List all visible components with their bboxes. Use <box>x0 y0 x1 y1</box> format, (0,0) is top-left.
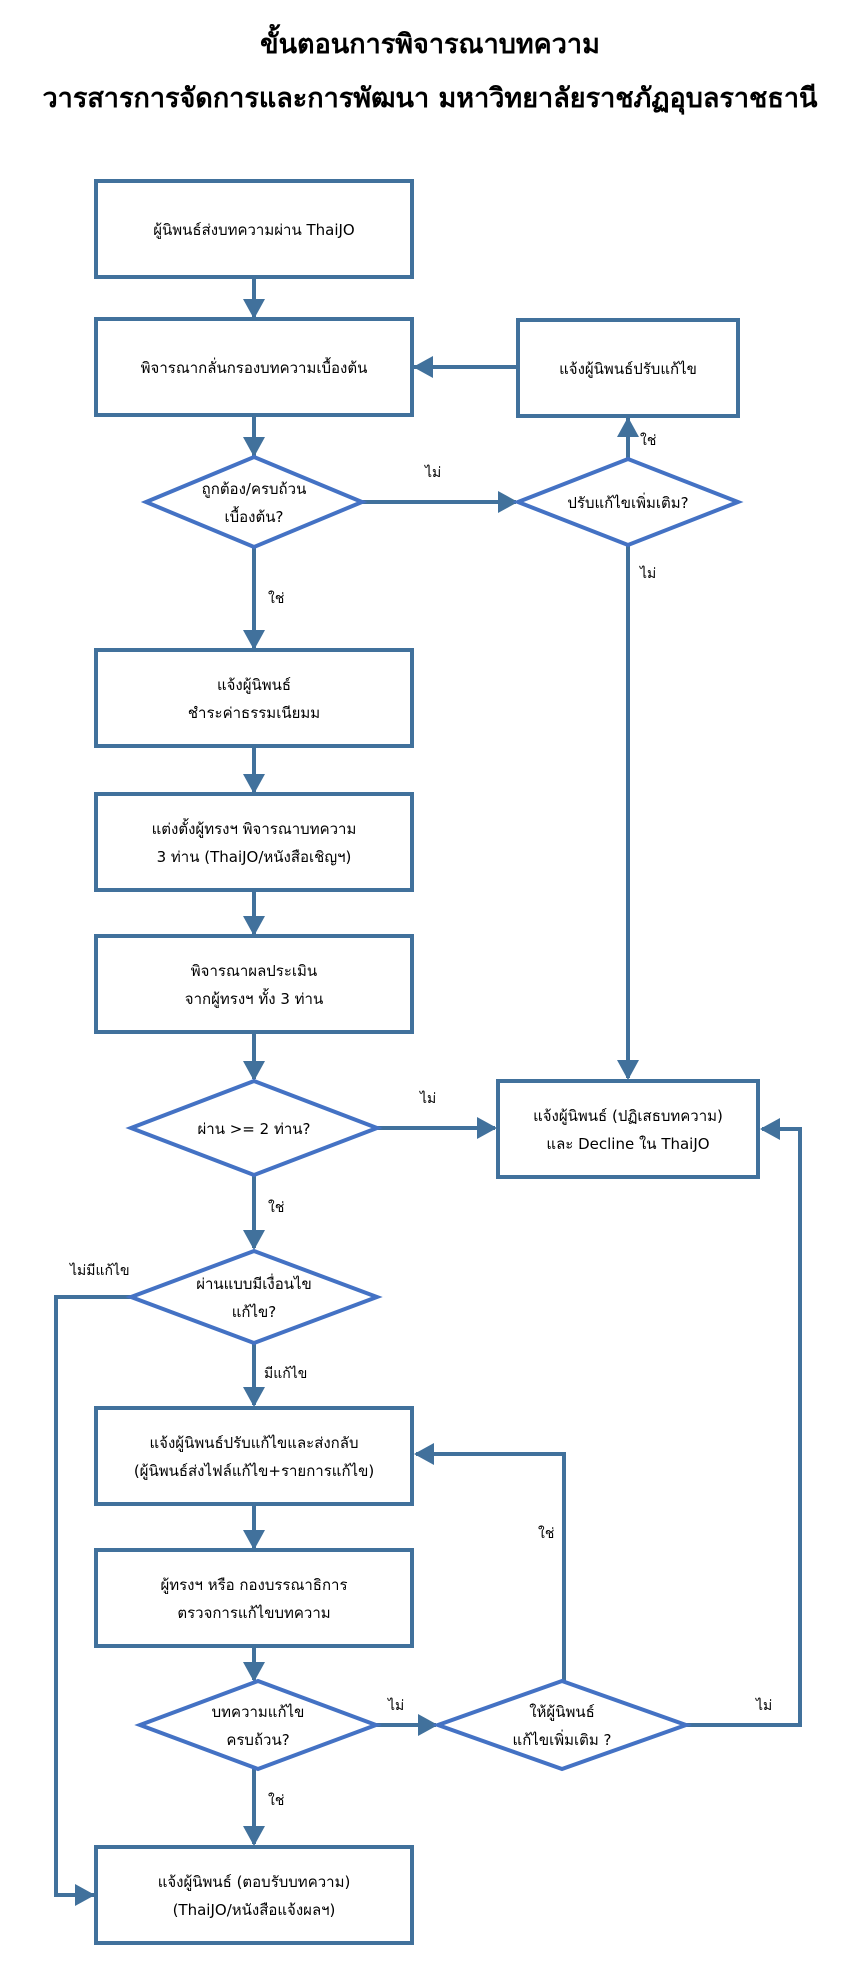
decision-diamond-pass-two <box>125 1078 383 1178</box>
node-label-notify-revise: แจ้งผู้นิพนธ์ปรับแก้ไข <box>559 360 697 378</box>
edge-label-no: ไม่ <box>639 565 656 582</box>
node-label-author-more: ให้ผู้นิพนธ์ <box>529 1703 595 1721</box>
node-label-check-complete: เบื้องต้น? <box>225 506 284 526</box>
decision-diamond-more-revision <box>512 456 744 548</box>
arrowhead-icon <box>498 491 518 513</box>
arrowhead-icon <box>414 1443 434 1465</box>
arrowhead-icon <box>617 1060 639 1080</box>
edge-label-yes: ใช่ <box>268 1199 284 1216</box>
process-box-notify-revise-return <box>94 1406 414 1506</box>
node-label-conditional-pass: ผ่านแบบมีเงื่อนไข <box>196 1273 312 1293</box>
process-box-check-revision <box>94 1548 414 1648</box>
node-label-notify-fee: แจ้งผู้นิพนธ์ <box>217 676 291 694</box>
node-label-more-revision: ปรับแก้ไขเพิ่มเติม? <box>567 492 688 512</box>
arrowhead-icon <box>243 630 265 650</box>
process-box-submit <box>94 179 414 279</box>
node-label-check-revision: ตรวจการแก้ไขบทความ <box>177 1604 330 1622</box>
process-box-screen <box>94 317 414 417</box>
decision-diamond-conditional-pass <box>125 1248 383 1346</box>
edge-label-no: ไม่ <box>424 464 441 481</box>
arrowhead-icon <box>243 1530 265 1550</box>
node-label-revision-complete: ครบถ้วน? <box>226 1731 289 1749</box>
node-label-check-complete: ถูกต้อง/ครบถ้วน <box>202 480 307 498</box>
node-label-reject: และ Decline ใน ThaiJO <box>546 1135 709 1153</box>
process-box-accept <box>94 1845 414 1945</box>
arrowhead-icon <box>617 417 639 437</box>
arrowhead-icon <box>243 1230 265 1250</box>
arrowhead-icon <box>243 1061 265 1081</box>
arrowhead-icon <box>243 774 265 794</box>
decision-diamond-check-complete <box>140 454 368 550</box>
node-label-revision-complete: บทความแก้ไข <box>212 1703 305 1721</box>
edge-label-no: ไม่ <box>755 1697 772 1714</box>
node-label-notify-revise-return: (ผู้นิพนธ์ส่งไฟล์แก้ไข+รายการแก้ไข) <box>134 1462 374 1480</box>
node-label-reject: แจ้งผู้นิพนธ์ (ปฏิเสธบทความ) <box>533 1107 723 1125</box>
edge-label-yes: ใช่ <box>268 590 284 607</box>
decision-diamond-author-more <box>432 1678 692 1772</box>
edge-label-yes: ใช่ <box>268 1792 284 1809</box>
node-label-accept: แจ้งผู้นิพนธ์ (ตอบรับบทความ) <box>158 1873 351 1891</box>
arrowhead-icon <box>418 1714 438 1736</box>
node-label-accept: (ThaiJO/หนังสือแจ้งผลฯ) <box>173 1901 336 1919</box>
page-subtitle: วารสารการจัดการและการพัฒนา มหาวิทยาลัยรา… <box>42 83 818 114</box>
node-label-check-revision: ผู้ทรงฯ หรือ กองบรรณาธิการ <box>160 1576 347 1594</box>
node-label-submit: ผู้นิพนธ์ส่งบทความผ่าน ThaiJO <box>153 221 355 239</box>
arrowhead-icon <box>243 1387 265 1407</box>
edge-label-no: ไม่ <box>419 1090 436 1107</box>
arrowhead-icon <box>413 356 433 378</box>
arrowhead-icon <box>243 299 265 319</box>
node-label-notify-fee: ชำระค่าธรรมเนียมม <box>188 704 320 722</box>
process-box-reject <box>496 1079 760 1179</box>
process-box-evaluate <box>94 934 414 1034</box>
arrowhead-icon <box>243 916 265 936</box>
arrowhead-icon <box>760 1118 780 1140</box>
arrowhead-icon <box>243 437 265 457</box>
edge-more-reject2 <box>686 1127 802 1727</box>
node-label-appoint-reviewers: 3 ท่าน (ThaiJO/หนังสือเชิญฯ) <box>157 848 352 866</box>
edge-label-yes: ใช่ <box>538 1525 554 1542</box>
node-label-pass-two: ผ่าน >= 2 ท่าน? <box>198 1120 311 1138</box>
edge-label-has-revision: มีแก้ไข <box>264 1365 307 1382</box>
arrowhead-icon <box>477 1117 497 1139</box>
process-box-notify-fee <box>94 648 414 748</box>
edge-more-revise <box>416 1452 566 1681</box>
edge-label-no-revision: ไม่มีแก้ไข <box>69 1262 130 1279</box>
node-label-notify-revise-return: แจ้งผู้นิพนธ์ปรับแก้ไขและส่งกลับ <box>150 1434 359 1452</box>
node-label-evaluate: จากผู้ทรงฯ ทั้ง 3 ท่าน <box>185 988 323 1008</box>
arrowhead-icon <box>243 1826 265 1846</box>
edge-label-yes: ใช่ <box>640 432 656 449</box>
process-box-notify-revise <box>516 318 740 418</box>
page-title: ขั้นตอนการพิจารณาบทความ <box>260 29 600 60</box>
decision-diamond-revision-complete <box>134 1678 382 1772</box>
edge-label-no: ไม่ <box>387 1697 404 1714</box>
node-label-author-more: แก้ไขเพิ่มเติม ? <box>513 1729 612 1749</box>
arrowhead-icon <box>243 1662 265 1682</box>
process-box-appoint-reviewers <box>94 792 414 892</box>
node-label-conditional-pass: แก้ไข? <box>232 1303 277 1321</box>
node-label-screen: พิจารณากลั่นกรองบทความเบื้องต้น <box>141 357 368 377</box>
arrowhead-icon <box>75 1884 95 1906</box>
node-label-evaluate: พิจารณาผลประเมิน <box>191 962 317 980</box>
node-label-appoint-reviewers: แต่งตั้งผู้ทรงฯ พิจารณาบทความ <box>152 818 357 838</box>
